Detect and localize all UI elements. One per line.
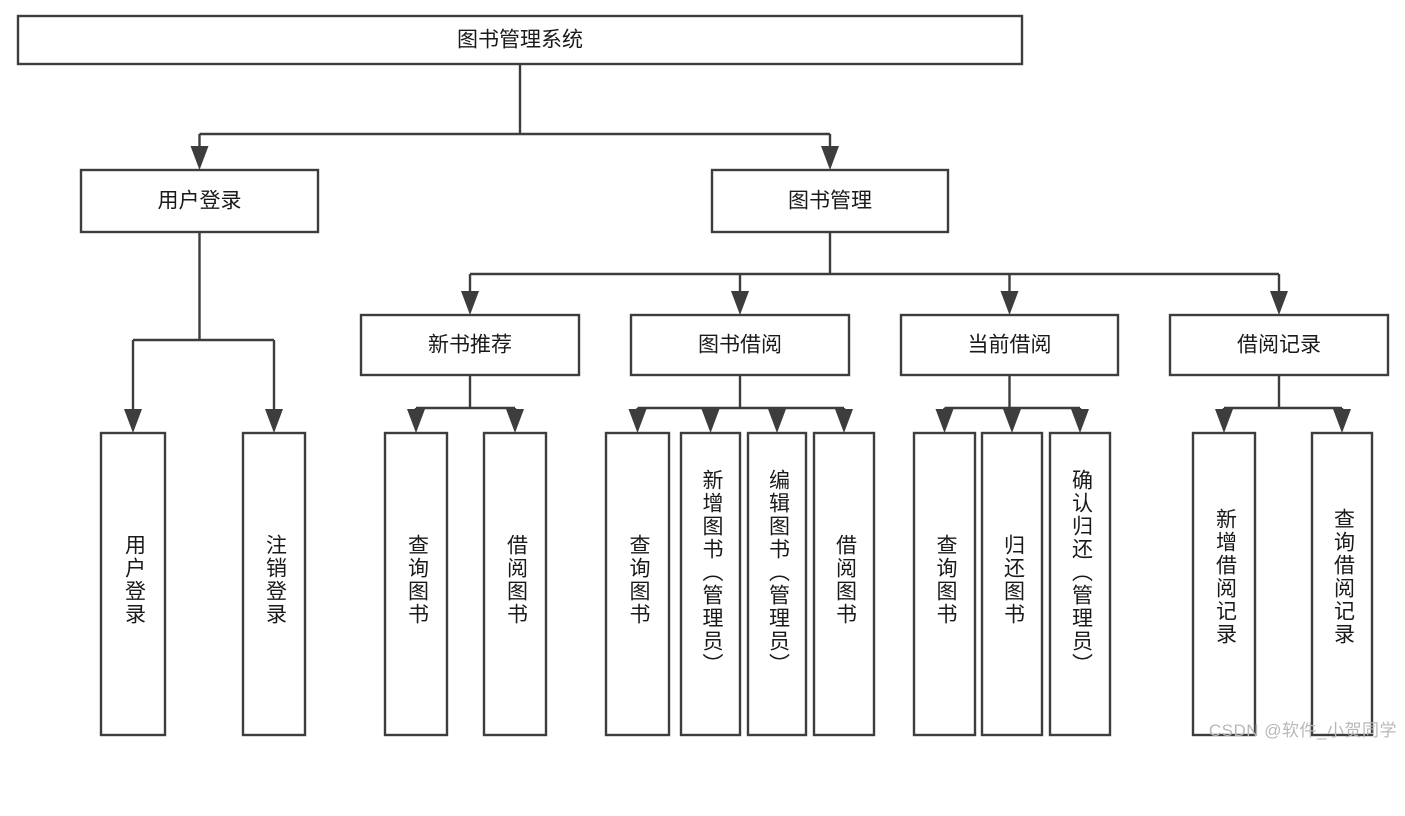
diagram-canvas: 图书管理系统用户登录图书管理新书推荐图书借阅当前借阅借阅记录 用户登录注销登录查… (16, 14, 1397, 740)
node-box-leaf-10 (1048, 431, 1112, 737)
node-box-level3-2 (899, 313, 1120, 377)
node-box-leaf-6 (746, 431, 808, 737)
node-box-leaf-4 (604, 431, 671, 737)
arrow-head-lv3-1-1 (701, 409, 720, 433)
node-label-root: 图书管理系统 (457, 29, 583, 52)
arrow-head-lv3-0-0 (407, 409, 425, 433)
arrow-head-lv3-1-0 (628, 409, 647, 433)
node-box-root (16, 14, 1024, 66)
arrow-head-login-1 (265, 409, 283, 433)
node-box-leaf-1 (241, 431, 307, 737)
arrow-head-lv3-0-1 (506, 409, 524, 433)
arrow-head-books-2 (1000, 291, 1019, 315)
node-label-level2-0: 用户登录 (158, 190, 242, 213)
node-box-leaf-3 (482, 431, 548, 737)
arrow-head-lv3-2-0 (935, 409, 954, 433)
arrow-head-lv3-3-1 (1333, 409, 1351, 433)
node-box-leaf-8 (912, 431, 977, 737)
watermark: CSDN @软件_小贺同学 (1208, 721, 1397, 740)
arrow-head-lv3-1-2 (768, 409, 786, 433)
node-box-leaf-0 (99, 431, 167, 737)
arrow-head-lv3-3-0 (1215, 409, 1233, 433)
node-box-leaf-7 (812, 431, 876, 737)
node-box-leaf-12 (1310, 431, 1374, 737)
node-layer (16, 14, 1390, 737)
node-box-leaf-9 (980, 431, 1044, 737)
node-box-level3-0 (359, 313, 581, 377)
node-label-level3-0: 新书推荐 (428, 334, 512, 357)
arrow-head-lv3-1-3 (835, 409, 853, 433)
node-box-level3-3 (1168, 313, 1390, 377)
arrow-head-root-0 (190, 146, 209, 170)
node-label-level3-2: 当前借阅 (968, 334, 1052, 357)
arrow-head-books-3 (1270, 291, 1288, 315)
node-box-level3-1 (629, 313, 851, 377)
node-label-level2-1: 图书管理 (788, 190, 872, 213)
arrow-head-root-1 (821, 146, 839, 170)
node-box-leaf-2 (383, 431, 449, 737)
arrow-head-books-0 (461, 291, 479, 315)
connector-layer (124, 64, 1351, 433)
node-box-leaf-5 (679, 431, 742, 737)
node-label-level3-3: 借阅记录 (1237, 334, 1321, 357)
node-box-level2-1 (710, 168, 950, 234)
arrow-head-lv3-2-2 (1071, 409, 1089, 433)
node-box-leaf-11 (1191, 431, 1257, 737)
node-box-level2-0 (79, 168, 320, 234)
arrow-head-books-1 (731, 291, 749, 315)
arrow-head-lv3-2-1 (1003, 409, 1021, 433)
arrow-head-login-0 (124, 409, 142, 433)
node-label-level3-1: 图书借阅 (698, 334, 782, 357)
